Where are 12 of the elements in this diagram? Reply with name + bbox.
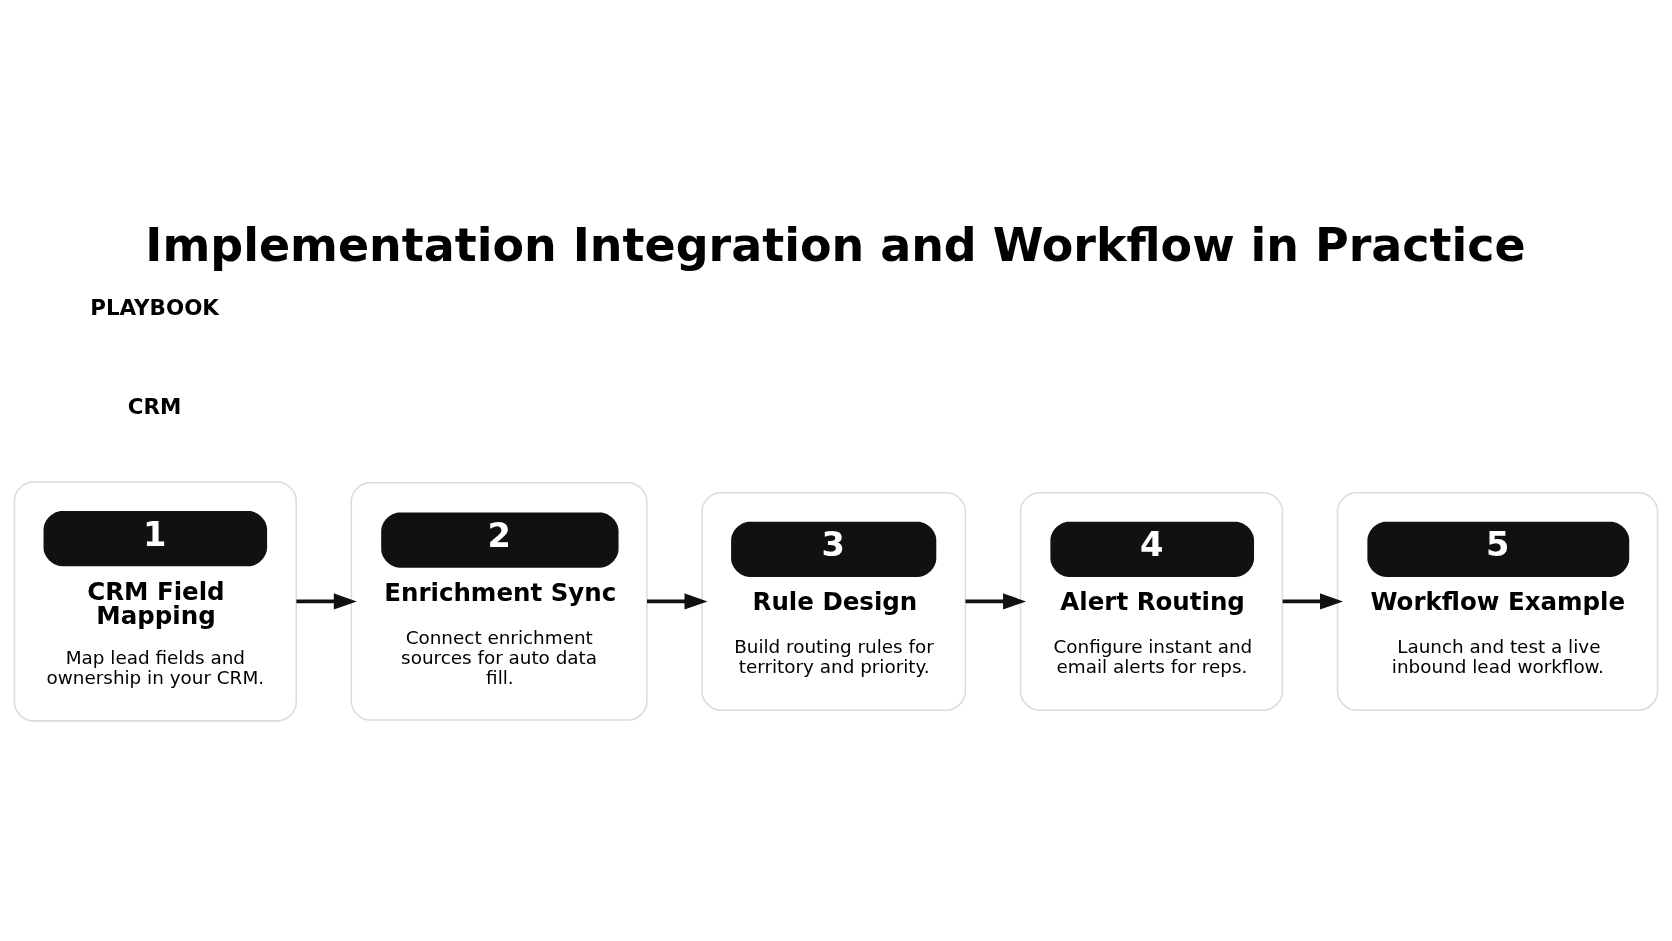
node-box: 2 Enrichment Sync Connect enrichment sources for auto data fill. [350,482,648,721]
arrow [647,593,708,610]
arrow [965,593,1027,610]
arrow [1282,593,1344,610]
node-box: 4 Alert Routing Configure instant and email alerts for reps. [1019,491,1284,711]
arrow [296,593,357,610]
node-box: 3 Rule Design Build routing rules for territory and priority. [701,491,967,711]
node-box: 1 CRM Field Mapping Map lead fields and ownership in your CRM. [13,481,297,722]
diagram-title: Implementation Integration and Workflow in Practice [145,218,1526,273]
label: CRM [127,394,182,420]
node-box: 5 Workflow Example Launch and test a live inbound lead workflow. [1336,491,1659,711]
label: PLAYBOOK [90,294,219,320]
